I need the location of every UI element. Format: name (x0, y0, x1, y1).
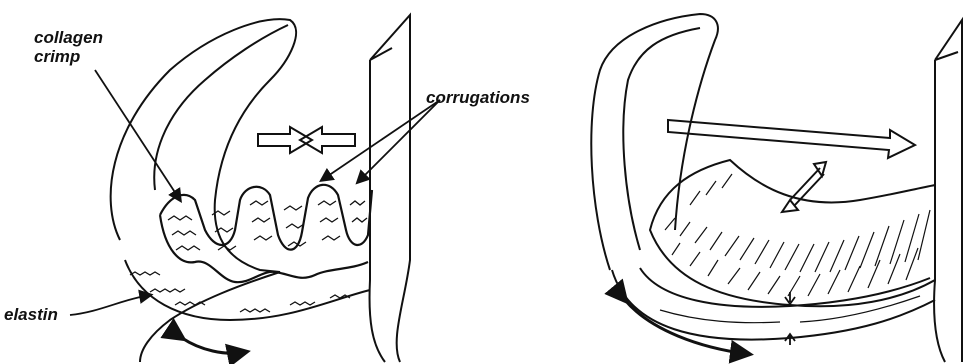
right-left-wall-outline (591, 14, 718, 270)
diagonal-double-arrow-icon (782, 162, 826, 212)
stretched-sheet (650, 160, 935, 306)
right-right-wall (934, 20, 962, 362)
collagen-crimp-leader (95, 70, 180, 200)
corrugated-sheet (160, 185, 372, 282)
right-panel-stretched-tissue (591, 14, 962, 362)
elastin-leader (70, 295, 150, 315)
left-right-wall (370, 15, 410, 362)
corrugations-leader-1 (322, 100, 440, 180)
right-left-wall-inner (623, 28, 700, 250)
compression-arrows-icon (258, 127, 355, 153)
right-double-arrow-icon (625, 300, 748, 354)
left-double-arrow-icon (182, 338, 245, 353)
left-panel-relaxed-tissue (111, 15, 410, 362)
stretch-arrow-icon (668, 120, 915, 158)
